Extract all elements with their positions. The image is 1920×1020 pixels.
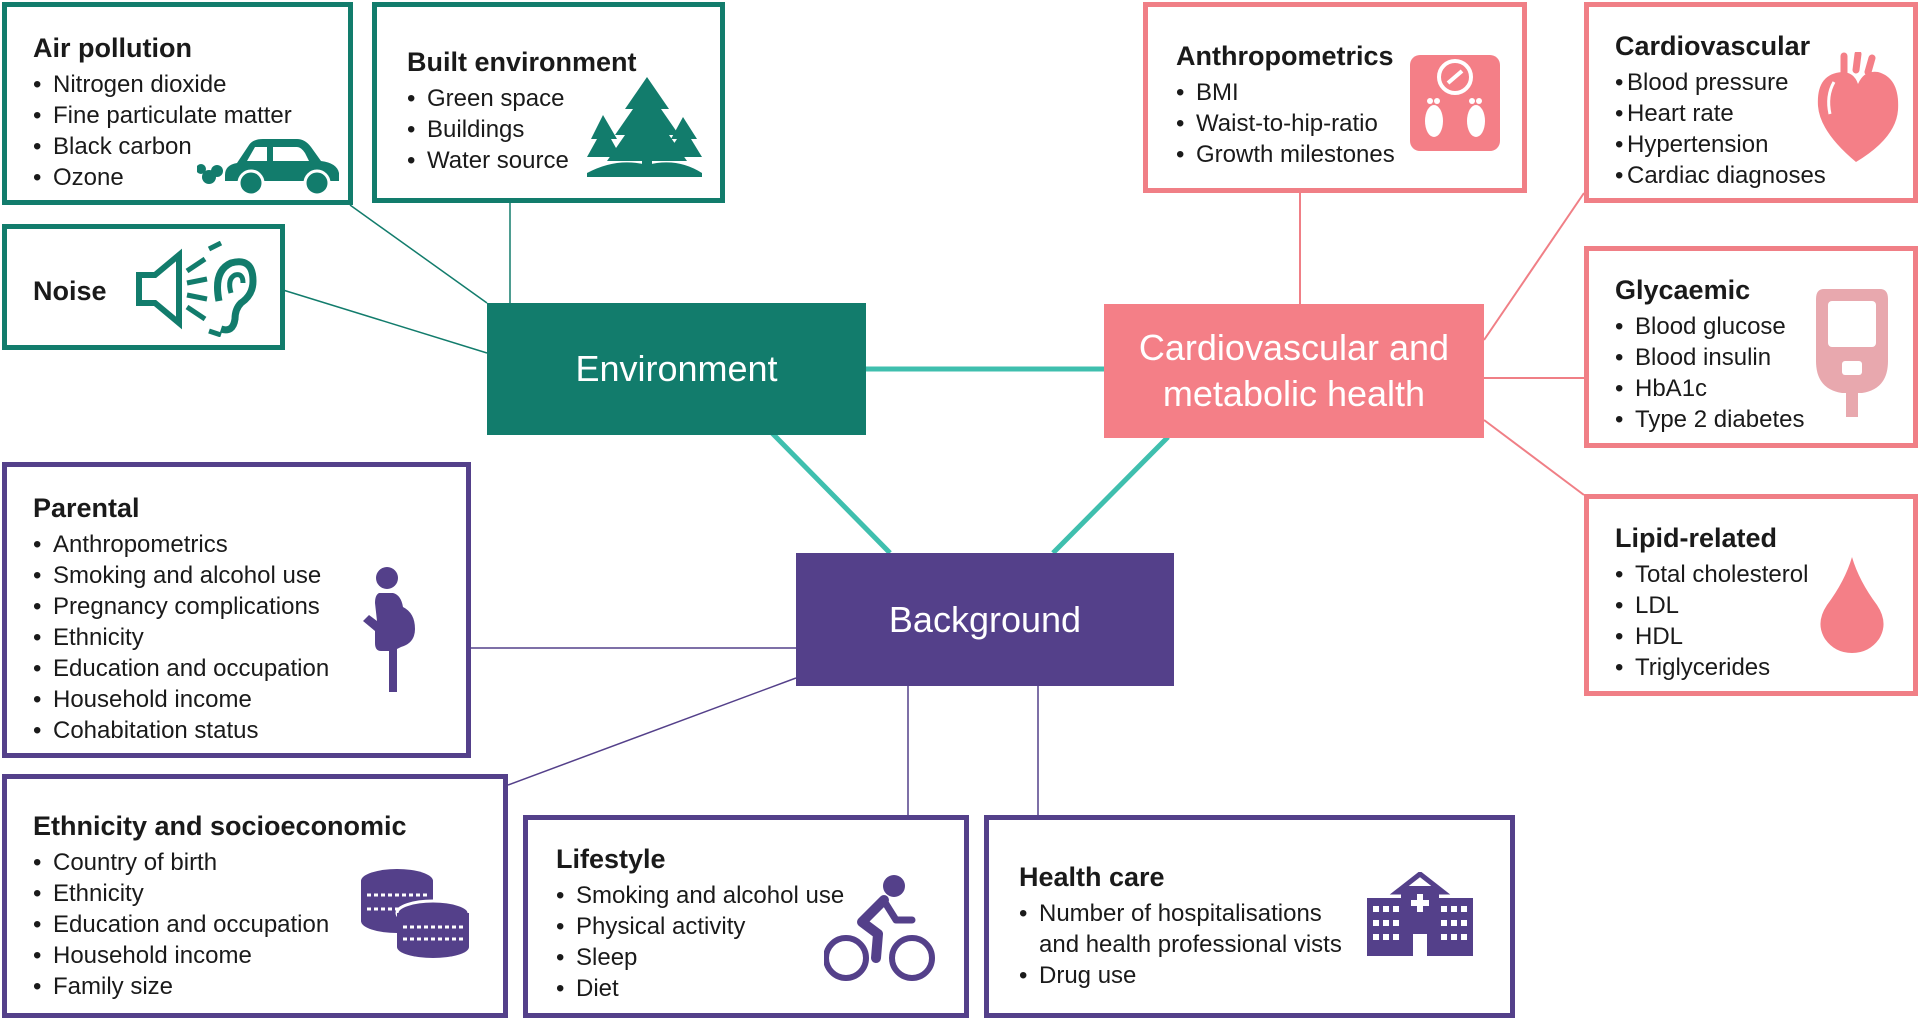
- glycaemic-list: Blood glucose Blood insulin HbA1c Type 2…: [1615, 311, 1913, 435]
- lipid-title: Lipid-related: [1615, 523, 1778, 553]
- list-item: Total cholesterol: [1615, 559, 1913, 590]
- air-pollution-list: Nitrogen dioxide Fine particulate matter…: [33, 69, 348, 193]
- list-item: Black carbon: [33, 131, 348, 162]
- list-item: Diet: [556, 973, 964, 1004]
- list-item: Smoking and alcohol use: [33, 560, 466, 591]
- list-item: and health professional vists: [1039, 931, 1342, 958]
- connector-ethnicity: [507, 677, 797, 786]
- list-item: Ozone: [33, 162, 348, 193]
- cardiovascular-list: Blood pressure Heart rate Hypertension C…: [1615, 67, 1913, 191]
- list-item: Waist-to-hip-ratio: [1176, 108, 1522, 139]
- ethnicity-socioeconomic-list: Country of birth Ethnicity Education and…: [33, 847, 503, 1002]
- car-icon: [197, 139, 339, 197]
- anthropometrics-title: Anthropometrics: [1176, 41, 1394, 71]
- list-item: Drug use: [1019, 960, 1510, 991]
- list-item: Household income: [33, 940, 503, 971]
- list-item: Anthropometrics: [33, 529, 466, 560]
- list-item: Country of birth: [33, 847, 503, 878]
- parental-title: Parental: [33, 493, 140, 523]
- list-item: Growth milestones: [1176, 139, 1522, 170]
- parental-box: Parental Anthropometrics Smoking and alc…: [2, 462, 471, 758]
- list-item: Cohabitation status: [33, 715, 466, 746]
- list-item: Blood pressure: [1615, 67, 1913, 98]
- list-item: BMI: [1176, 77, 1522, 108]
- connector-cardiovascular: [1483, 192, 1585, 341]
- health-hub-label-line2: metabolic health: [1162, 373, 1426, 414]
- list-item: Ethnicity: [33, 878, 503, 909]
- scale-icon: [1410, 55, 1500, 151]
- connector-air-pollution: [349, 204, 488, 304]
- background-hub-label: Background: [888, 598, 1082, 640]
- built-environment-box: Built environment Green space Buildings …: [372, 2, 725, 203]
- list-item: Type 2 diabetes: [1615, 404, 1913, 435]
- list-item: Number of hospitalisations: [1019, 898, 1510, 929]
- anthropometrics-list: BMI Waist-to-hip-ratio Growth milestones: [1176, 77, 1522, 170]
- connector-health-background: [1051, 435, 1170, 555]
- list-item: Family size: [33, 971, 503, 1002]
- anthropometrics-box: Anthropometrics BMI Waist-to-hip-ratio G…: [1143, 2, 1527, 193]
- speaker-ear-icon: [136, 241, 257, 337]
- parental-list: Anthropometrics Smoking and alcohol use …: [33, 529, 466, 746]
- list-item: Triglycerides: [1615, 652, 1913, 683]
- noise-box: Noise: [2, 224, 285, 350]
- list-item: Pregnancy complications: [33, 591, 466, 622]
- list-item: Green space: [407, 83, 720, 114]
- list-item: LDL: [1615, 590, 1913, 621]
- list-item: HDL: [1615, 621, 1913, 652]
- cardiovascular-title: Cardiovascular: [1615, 31, 1811, 61]
- heart-icon: [1817, 52, 1899, 162]
- health-care-list: Number of hospitalisations and health pr…: [1019, 898, 1510, 991]
- list-item: Fine particulate matter: [33, 100, 348, 131]
- ethnicity-socioeconomic-box: Ethnicity and socioeconomic Country of b…: [2, 774, 508, 1018]
- lifestyle-title: Lifestyle: [556, 844, 666, 874]
- list-item: HbA1c: [1615, 373, 1913, 404]
- environment-hub: Environment: [487, 303, 866, 435]
- health-hub: Cardiovascular and metabolic health: [1104, 304, 1484, 438]
- list-item: Hypertension: [1615, 129, 1913, 160]
- coins-icon: [361, 869, 471, 958]
- pregnant-woman-icon: [363, 567, 415, 692]
- built-environment-list: Green space Buildings Water source: [407, 83, 720, 176]
- cyclist-icon: [824, 875, 935, 981]
- glycaemic-box: Glycaemic Blood glucose Blood insulin Hb…: [1584, 246, 1918, 448]
- cardiovascular-box: Cardiovascular Blood pressure Heart rate…: [1584, 2, 1918, 203]
- health-care-title: Health care: [1019, 862, 1165, 892]
- environment-hub-label: Environment: [575, 348, 778, 389]
- connector-noise: [282, 289, 488, 354]
- list-item: Education and occupation: [33, 909, 503, 940]
- health-hub-label-line1: Cardiovascular and: [1138, 327, 1450, 368]
- list-item: Smoking and alcohol use: [556, 880, 964, 911]
- lipid-box: Lipid-related Total cholesterol LDL HDL …: [1584, 494, 1918, 696]
- list-item: Buildings: [407, 114, 720, 145]
- health-care-box: Health care Number of hospitalisations a…: [984, 815, 1515, 1018]
- list-item: Water source: [407, 145, 720, 176]
- built-environment-title: Built environment: [407, 47, 637, 77]
- list-item: Physical activity: [556, 911, 964, 942]
- connector-lipid: [1483, 419, 1585, 496]
- list-item: Heart rate: [1615, 98, 1913, 129]
- list-item: Blood glucose: [1615, 311, 1913, 342]
- connector-env-background: [770, 431, 892, 555]
- lipid-list: Total cholesterol LDL HDL Triglycerides: [1615, 559, 1913, 683]
- list-item: Sleep: [556, 942, 964, 973]
- ethnicity-socioeconomic-title: Ethnicity and socioeconomic: [33, 811, 407, 841]
- air-pollution-box: Air pollution Nitrogen dioxide Fine part…: [2, 2, 353, 205]
- noise-title: Noise: [33, 276, 107, 306]
- lifestyle-list: Smoking and alcohol use Physical activit…: [556, 880, 964, 1004]
- list-item: Ethnicity: [33, 622, 466, 653]
- list-item: Blood insulin: [1615, 342, 1913, 373]
- glucometer-icon: [1816, 289, 1888, 417]
- drop-icon: [1820, 557, 1884, 653]
- list-item: Cardiac diagnoses: [1615, 160, 1913, 191]
- hospital-icon: [1367, 872, 1473, 956]
- list-item: Household income: [33, 684, 466, 715]
- background-hub: Background: [796, 553, 1174, 686]
- list-item: Nitrogen dioxide: [33, 69, 348, 100]
- list-item: Education and occupation: [33, 653, 466, 684]
- glycaemic-title: Glycaemic: [1615, 275, 1751, 305]
- air-pollution-title: Air pollution: [33, 33, 192, 63]
- trees-icon: [587, 77, 702, 177]
- lifestyle-box: Lifestyle Smoking and alcohol use Physic…: [523, 815, 969, 1018]
